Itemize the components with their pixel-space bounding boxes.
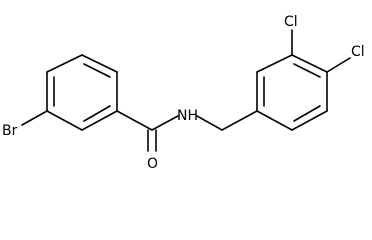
double-bond-inner — [83, 105, 111, 122]
bond — [81, 110, 118, 131]
bond-c-cl-right — [326, 57, 351, 73]
bond — [256, 54, 293, 73]
atom-label-cl-right: Cl — [351, 44, 365, 60]
bond — [46, 54, 83, 73]
molecule-drawing: Br O NH Cl Cl — [2, 14, 365, 172]
bond — [81, 54, 118, 73]
bond — [46, 110, 83, 131]
bond — [291, 54, 328, 73]
atom-label-cl-top: Cl — [284, 14, 298, 30]
bromophenyl-ring — [46, 54, 118, 131]
double-bond-inner — [83, 63, 111, 78]
bond-ch2-ring — [221, 110, 258, 131]
double-bond-inner — [293, 105, 321, 122]
dichlorophenyl-ring — [256, 54, 328, 131]
bond-carbonyl-n — [151, 115, 179, 131]
bond-n-ch2 — [196, 115, 223, 131]
structure-canvas: Br O NH Cl Cl — [2, 14, 365, 172]
atom-label-br: Br — [2, 123, 18, 139]
double-bond-inner — [293, 63, 321, 78]
bond-ring-carbonyl — [116, 110, 153, 131]
atom-label-o: O — [147, 156, 158, 172]
atom-label-nh: NH — [177, 108, 198, 124]
bond — [291, 110, 328, 131]
bond — [256, 110, 293, 131]
bond-c-br — [21, 110, 48, 126]
